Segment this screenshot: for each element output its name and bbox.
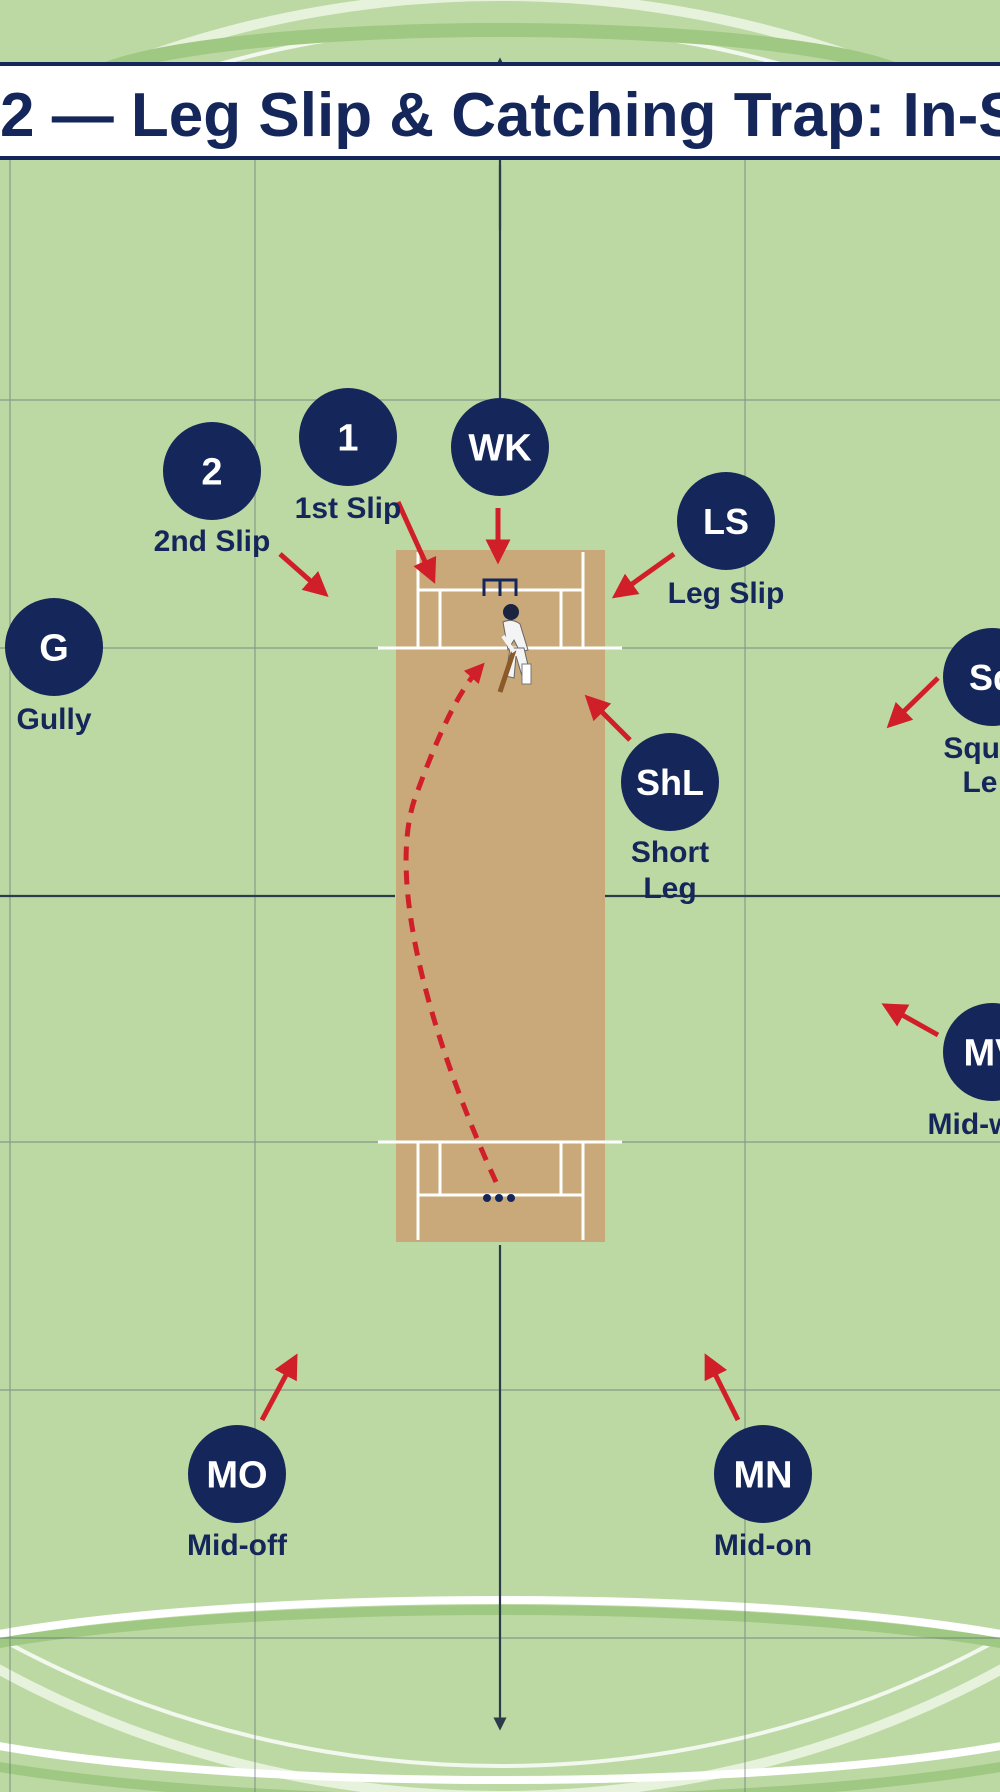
fielder-code: MN (733, 1455, 792, 1497)
movement-arrow-icon (704, 1353, 741, 1422)
fielder-1st-slip: 1 1st Slip (295, 388, 402, 525)
fielder-marker (677, 472, 775, 570)
fielder-code: MO (206, 1455, 267, 1497)
fielder-label: Leg Slip (668, 577, 785, 610)
page-title: 2 — Leg Slip & Catching Trap: In-Sw (0, 81, 1000, 150)
fielder-marker (188, 1425, 286, 1523)
movement-arrow-icon (584, 694, 632, 742)
fielder-code: LS (703, 501, 749, 542)
movement-arrows (259, 500, 940, 1422)
fielder-label: 2nd Slip (154, 525, 271, 558)
fielder-code: MV (964, 1033, 1000, 1075)
batsman-icon (497, 604, 532, 693)
fielder-mid-on: MN Mid-on (714, 1425, 812, 1562)
movement-arrow-icon (886, 676, 940, 729)
fielder-label: Mid-on (714, 1529, 812, 1562)
fielder-code: ShL (636, 762, 704, 803)
fielder-marker (299, 388, 397, 486)
fielder-leg-slip: LS Leg Slip (668, 472, 785, 610)
fielder-label: Gully (16, 703, 91, 736)
ball-trajectory-icon (403, 662, 499, 1184)
fielder-code: G (39, 628, 69, 670)
fielder-marker (943, 1003, 1000, 1101)
fielder-mid-wicket: MV Mid-w (928, 1003, 1000, 1141)
fielder-marker (943, 628, 1000, 726)
title-banner: 2 — Leg Slip & Catching Trap: In-Sw (0, 62, 1000, 160)
fielder-label: Mid-w (928, 1108, 1000, 1141)
fielder-label: Mid-off (187, 1529, 288, 1562)
fielder-mid-off: MO Mid-off (187, 1425, 288, 1562)
fielder-code: 1 (337, 418, 358, 460)
movement-arrow-icon (611, 551, 676, 599)
fielder-label: 1st Slip (295, 492, 402, 525)
movement-arrow-icon (881, 1003, 940, 1038)
fielder-label: SquaLe (943, 732, 1000, 799)
fielder-marker (451, 398, 549, 496)
fielder-square-leg: SqSquaLe (943, 628, 1000, 799)
fielder-marker (621, 733, 719, 831)
fielder-code: WK (468, 428, 532, 470)
fielder-2nd-slip: 2 2nd Slip (154, 422, 271, 558)
fielder-gully: G Gully (5, 598, 103, 736)
fielder-code: 2 (201, 452, 222, 494)
movement-arrow-icon (395, 500, 437, 584)
fielder-code: Sq (969, 657, 1000, 698)
fielder-wicket-keeper: WK (451, 398, 549, 496)
pitch (378, 550, 622, 1242)
movement-arrow-icon (278, 552, 329, 597)
stumps-icon (482, 578, 518, 596)
fielder-marker (714, 1425, 812, 1523)
fielder-marker (163, 422, 261, 520)
fielder-marker (5, 598, 103, 696)
ball-marker-icon (483, 1194, 515, 1202)
movement-arrow-icon (259, 1353, 298, 1422)
